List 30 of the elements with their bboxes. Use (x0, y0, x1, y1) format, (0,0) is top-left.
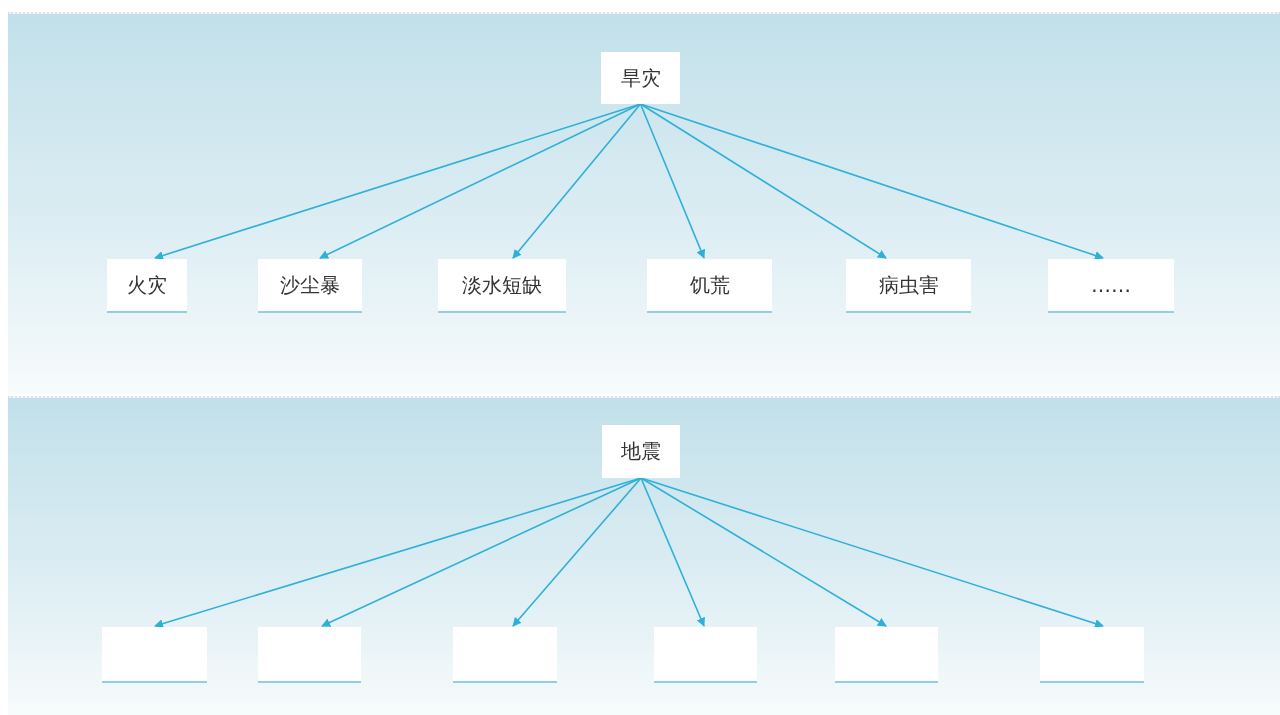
text-box (647, 259, 772, 313)
node-label: 火灾 (127, 271, 167, 299)
text-box (846, 259, 971, 313)
node-label: 地震 (621, 438, 661, 465)
node-label: 沙尘暴 (280, 271, 340, 299)
arrow (640, 477, 705, 627)
text-box (1048, 259, 1174, 313)
arrow (639, 103, 887, 259)
empty-box (102, 627, 207, 683)
empty-box (1040, 627, 1144, 683)
arrow (640, 477, 887, 627)
text-box (258, 259, 362, 313)
text-box (438, 259, 566, 313)
node-label: …… (1091, 273, 1131, 297)
node-label: 旱灾 (620, 64, 661, 92)
arrow (512, 103, 642, 259)
node-label: 病虫害 (878, 271, 939, 299)
node-label: 饥荒 (689, 271, 730, 299)
empty-box (453, 627, 557, 683)
arrow (639, 103, 706, 259)
arrow (321, 477, 642, 627)
node-label: 淡水短缺 (462, 271, 542, 299)
text-box (602, 425, 680, 478)
empty-box (258, 627, 361, 683)
empty-box (654, 627, 757, 683)
text-box (107, 259, 187, 313)
empty-box (835, 627, 938, 683)
arrow (512, 477, 642, 627)
text-box (601, 52, 680, 104)
arrow (319, 103, 642, 259)
